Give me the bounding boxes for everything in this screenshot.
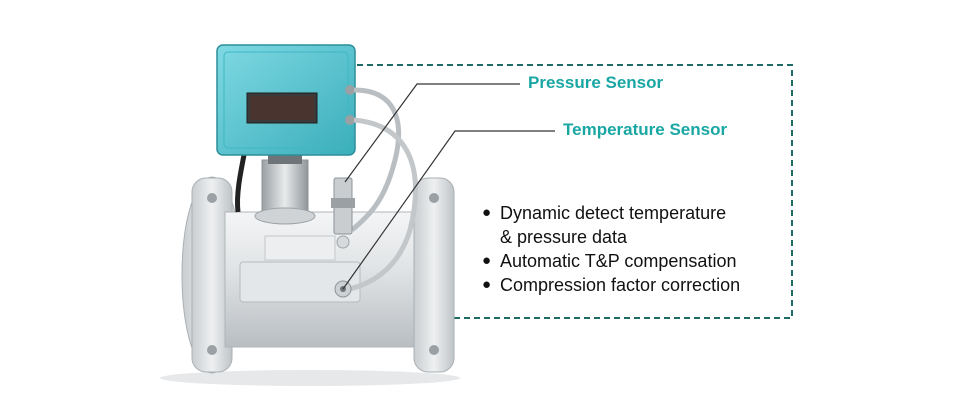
transmitter-housing — [216, 44, 356, 156]
temperature-leader-line — [342, 130, 555, 290]
feature-item: Compression factor correction — [482, 273, 740, 297]
feature-item: Dynamic detect temperature & pressure da… — [482, 201, 740, 249]
feature-text: Automatic T&P compensation — [500, 251, 737, 271]
cable — [235, 149, 248, 213]
pressure-sensor-label: Pressure Sensor — [528, 73, 664, 92]
feature-text: Compression factor correction — [500, 275, 741, 295]
sensor-cable — [344, 117, 418, 293]
feature-item: Automatic T&P compensation — [482, 249, 740, 273]
pressure-leader-line — [344, 83, 520, 183]
right-flange — [413, 177, 455, 373]
temperature-sensor-label: Temperature Sensor — [563, 120, 728, 139]
feature-text: Dynamic detect temperature — [500, 203, 727, 223]
pressure-sensor — [331, 177, 355, 249]
shadow — [160, 370, 460, 386]
feature-text-continued: & pressure data — [500, 227, 628, 247]
feature-list: Dynamic detect temperature & pressure da… — [482, 201, 740, 297]
dashed-frame — [357, 64, 793, 319]
sensor-cable — [350, 87, 401, 232]
